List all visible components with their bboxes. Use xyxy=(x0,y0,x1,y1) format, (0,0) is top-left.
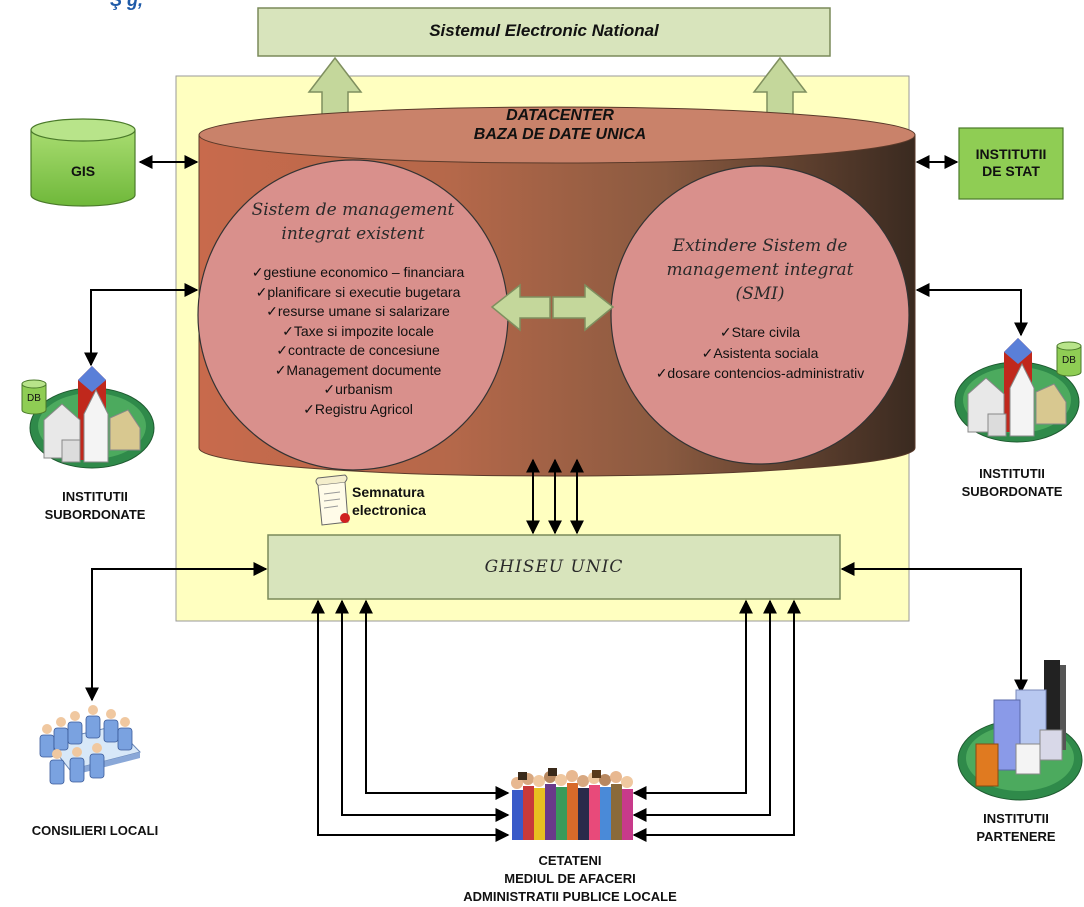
block-arrow-right xyxy=(552,283,615,332)
citizens-crowd-icon xyxy=(511,768,633,840)
subordinate-right-line2: SUBORDONATE xyxy=(961,484,1063,499)
existing-system-title-line1: Sistem de management xyxy=(251,200,455,220)
gis-database-icon xyxy=(30,118,136,207)
extension-item: ✓Stare civila xyxy=(719,324,801,340)
datacenter-cylinder-top xyxy=(198,106,916,164)
national-system-label: Sistemul Electronic National xyxy=(429,21,659,40)
state-institutions-box xyxy=(958,127,1064,200)
partner-institutions-icon xyxy=(957,660,1083,801)
extension-system-title-line3: (SMI) xyxy=(735,284,785,304)
subordinate-institutions-left-icon xyxy=(29,366,155,469)
local-councillors-label: CONSILIERI LOCALI xyxy=(31,823,159,838)
national-system-box xyxy=(257,7,831,57)
existing-item: ✓Management documente xyxy=(274,362,442,378)
single-desk-box xyxy=(267,534,841,600)
local-councillors-icon xyxy=(39,705,141,785)
subordinate-left-line2: SUBORDONATE xyxy=(44,507,146,522)
block-arrow-left xyxy=(490,283,551,332)
db-cylinder-right-icon xyxy=(1056,341,1082,377)
db-label-left: DB xyxy=(27,393,41,404)
citizens-line1: CETATENI xyxy=(538,853,602,868)
existing-item: ✓gestiune economico – financiara xyxy=(251,264,465,280)
state-institutions-line2: DE STAT xyxy=(982,163,1040,179)
single-desk-label: GHISEU UNIC xyxy=(484,557,624,577)
gis-label: GIS xyxy=(70,163,96,179)
db-label-right: DB xyxy=(1062,355,1076,366)
top-fragment: Ş g, xyxy=(110,0,144,10)
subordinate-institutions-right-icon xyxy=(954,338,1080,443)
existing-item: ✓urbanism xyxy=(323,381,393,397)
signature-line1: Semnatura xyxy=(352,484,425,500)
extension-system-circle xyxy=(610,165,910,465)
state-institutions-line1: INSTITUTII xyxy=(975,146,1047,162)
db-cylinder-left-icon xyxy=(21,379,47,415)
extension-item: ✓Asistenta sociala xyxy=(701,345,819,361)
citizens-line3: ADMINISTRATII PUBLICE LOCALE xyxy=(463,889,677,904)
existing-item: ✓Taxe si impozite locale xyxy=(282,323,434,339)
extension-system-title-line1: Extindere Sistem de xyxy=(672,236,848,256)
datacenter-line2: BAZA DE DATE UNICA xyxy=(473,126,647,143)
extension-system-title-line2: management integrat xyxy=(666,260,854,280)
citizens-line2: MEDIUL DE AFACERI xyxy=(504,871,636,886)
existing-item: ✓Registru Agricol xyxy=(303,401,413,417)
subordinate-left-line1: INSTITUTII xyxy=(62,489,128,504)
subordinate-right-line1: INSTITUTII xyxy=(979,466,1045,481)
extension-item: ✓dosare contencios-administrativ xyxy=(655,365,865,381)
partners-line1: INSTITUTII xyxy=(983,811,1049,826)
existing-item: ✓planificare si executie bugetara xyxy=(255,284,461,300)
signature-line2: electronica xyxy=(352,502,426,518)
existing-system-title-line2: integrat existent xyxy=(281,224,425,244)
partners-line2: PARTENERE xyxy=(976,829,1056,844)
electronic-signature-scroll-icon xyxy=(315,474,350,526)
connectors xyxy=(84,155,1028,842)
datacenter-line1: DATACENTER xyxy=(506,107,614,124)
existing-item: ✓contracte de concesiune xyxy=(276,342,440,358)
existing-item: ✓resurse umane si salarizare xyxy=(266,303,450,319)
